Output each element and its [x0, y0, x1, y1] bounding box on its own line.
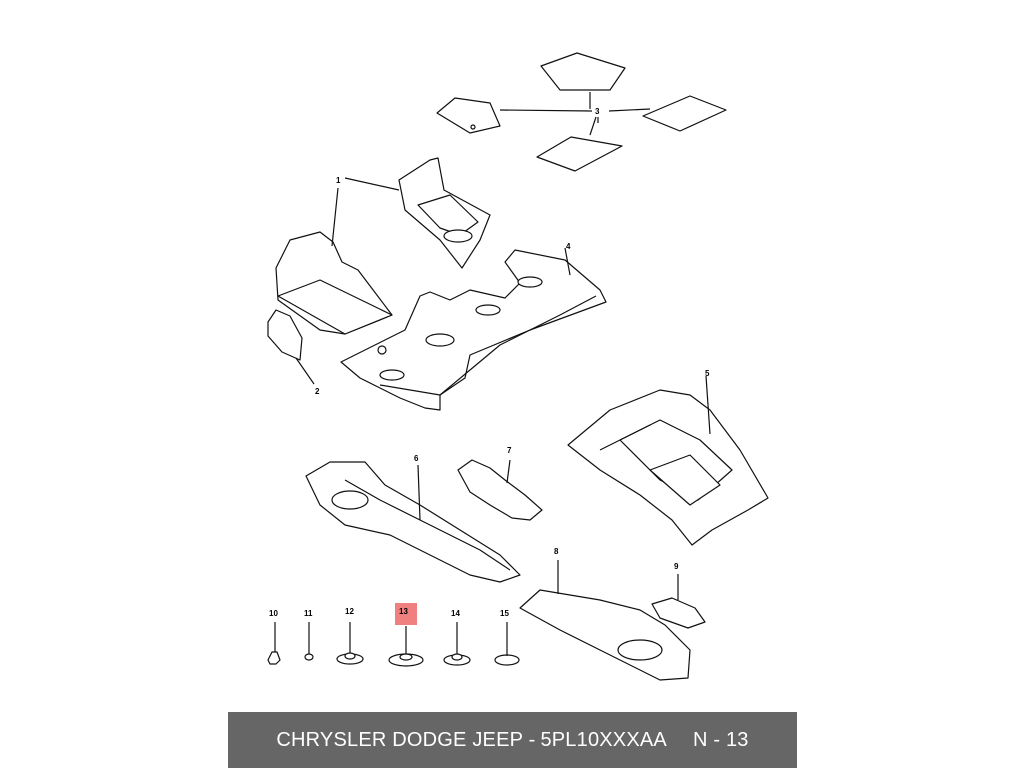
callout-11: 11 — [304, 609, 313, 618]
part-2-insulator — [267, 309, 315, 385]
part-1-carpet — [275, 157, 491, 335]
callout-1: 1 — [336, 176, 341, 185]
callout-14: 14 — [451, 609, 460, 618]
callout-8: 8 — [554, 547, 559, 556]
fasteners — [267, 622, 520, 667]
part-4-floor-silencer — [340, 247, 607, 411]
callout-6: 6 — [414, 454, 419, 463]
callout-4: 4 — [566, 242, 571, 251]
callout-2: 2 — [315, 387, 320, 396]
part-8-rear-floor-panel — [519, 560, 691, 681]
highlight-box — [395, 603, 417, 625]
callout-7: 7 — [507, 446, 512, 455]
part-6-tunnel-carpet — [305, 461, 521, 583]
callout-9: 9 — [674, 562, 679, 571]
callout-5: 5 — [705, 369, 710, 378]
part-9-pad — [651, 574, 706, 629]
callout-3: 3 — [595, 107, 600, 116]
callout-labels: 1 2 3 4 5 6 7 8 9 10 11 12 13 14 15 — [269, 107, 710, 618]
callout-12: 12 — [345, 607, 354, 616]
callout-15: 15 — [500, 609, 509, 618]
brand-label: CHRYSLER DODGE JEEP - — [276, 728, 536, 751]
parts-diagram: 1 2 3 4 5 6 7 8 9 10 11 12 13 14 15 — [267, 52, 769, 681]
callout-10: 10 — [269, 609, 278, 618]
part-3-floor-mats — [436, 52, 727, 172]
part-code: 5PL10XXXAA — [540, 728, 667, 751]
part-7-tunnel-piece — [457, 459, 543, 521]
part-5-underbody-panel — [567, 375, 769, 546]
part-info-footer: CHRYSLER DODGE JEEP - 5PL10XXXAA N - 13 — [228, 712, 797, 768]
diagram-reference: N - 13 — [692, 728, 749, 751]
callout-13: 13 — [399, 607, 408, 616]
